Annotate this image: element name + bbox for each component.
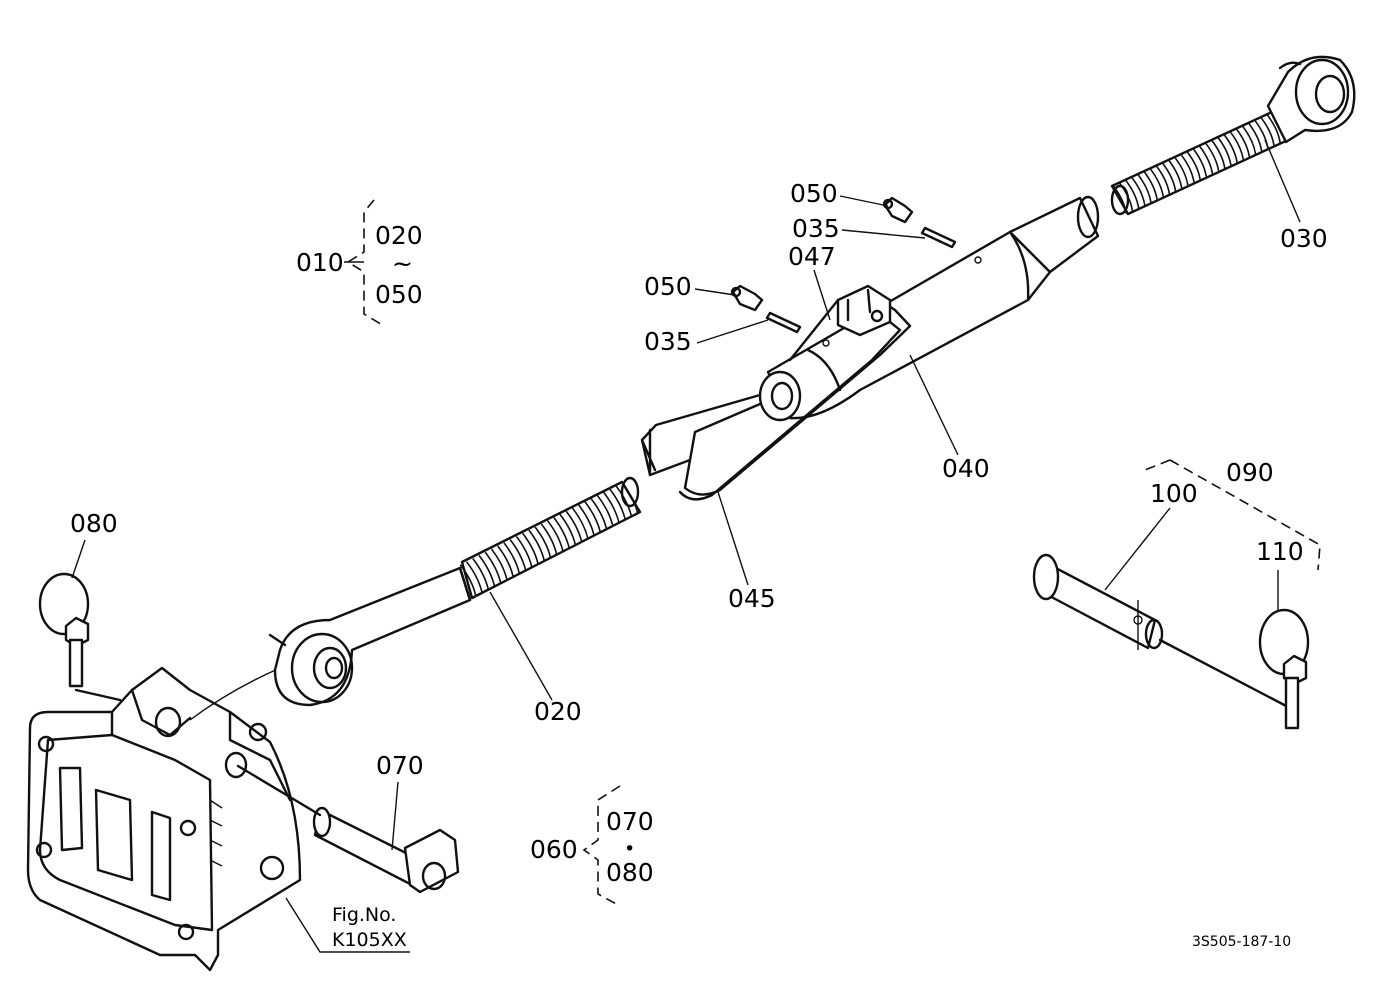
mounting-bracket	[26, 666, 302, 972]
pin-100	[1032, 553, 1292, 710]
label-060: 060	[530, 835, 578, 864]
lynch-pin-080	[38, 572, 122, 702]
label-045: 045	[728, 584, 776, 613]
label-050-upper: 050	[790, 179, 838, 208]
pin-lower	[765, 311, 802, 334]
label-080-set: 080	[606, 858, 654, 887]
lower-threaded-shaft	[459, 476, 642, 600]
callout-labels: 010 020 ~ 050 050 035 047 050 035 030 04…	[70, 179, 1328, 951]
label-110: 110	[1256, 537, 1304, 566]
label-050-lower: 050	[644, 272, 692, 301]
handle-wire	[640, 288, 912, 501]
label-040: 040	[942, 454, 990, 483]
label-set-separator: •	[624, 838, 635, 860]
grease-nipple-lower	[730, 284, 764, 312]
tube-bracket	[788, 284, 892, 362]
label-035-lower: 035	[644, 327, 692, 356]
label-010: 010	[296, 248, 344, 277]
label-035-upper: 035	[792, 214, 840, 243]
leader-lines	[71, 139, 1301, 953]
bracket-090	[1144, 459, 1321, 571]
label-020-range-start: 020	[375, 221, 423, 250]
upper-rod-end	[1266, 55, 1356, 144]
label-090: 090	[1226, 458, 1274, 487]
drawing-code: 3S505-187-10	[1192, 934, 1291, 950]
label-range-separator: ~	[392, 249, 413, 278]
clevis-pin-070	[236, 764, 460, 894]
label-047: 047	[788, 242, 836, 271]
label-070: 070	[376, 751, 424, 780]
label-030: 030	[1280, 224, 1328, 253]
upper-threaded-shaft	[1110, 110, 1290, 216]
grease-nipple-upper	[882, 196, 914, 224]
label-020: 020	[534, 697, 582, 726]
label-080: 080	[70, 509, 118, 538]
figure-ref-line2: K105XX	[332, 929, 407, 951]
label-100: 100	[1150, 479, 1198, 508]
label-070-set: 070	[606, 807, 654, 836]
lower-rod-end	[268, 566, 472, 707]
label-050-range-end: 050	[375, 280, 423, 309]
figure-ref-line1: Fig.No.	[332, 904, 396, 926]
bracket-060	[582, 785, 621, 907]
bracket-010	[344, 199, 385, 327]
lynch-pin-110	[1258, 608, 1310, 730]
pin-upper	[920, 226, 957, 249]
